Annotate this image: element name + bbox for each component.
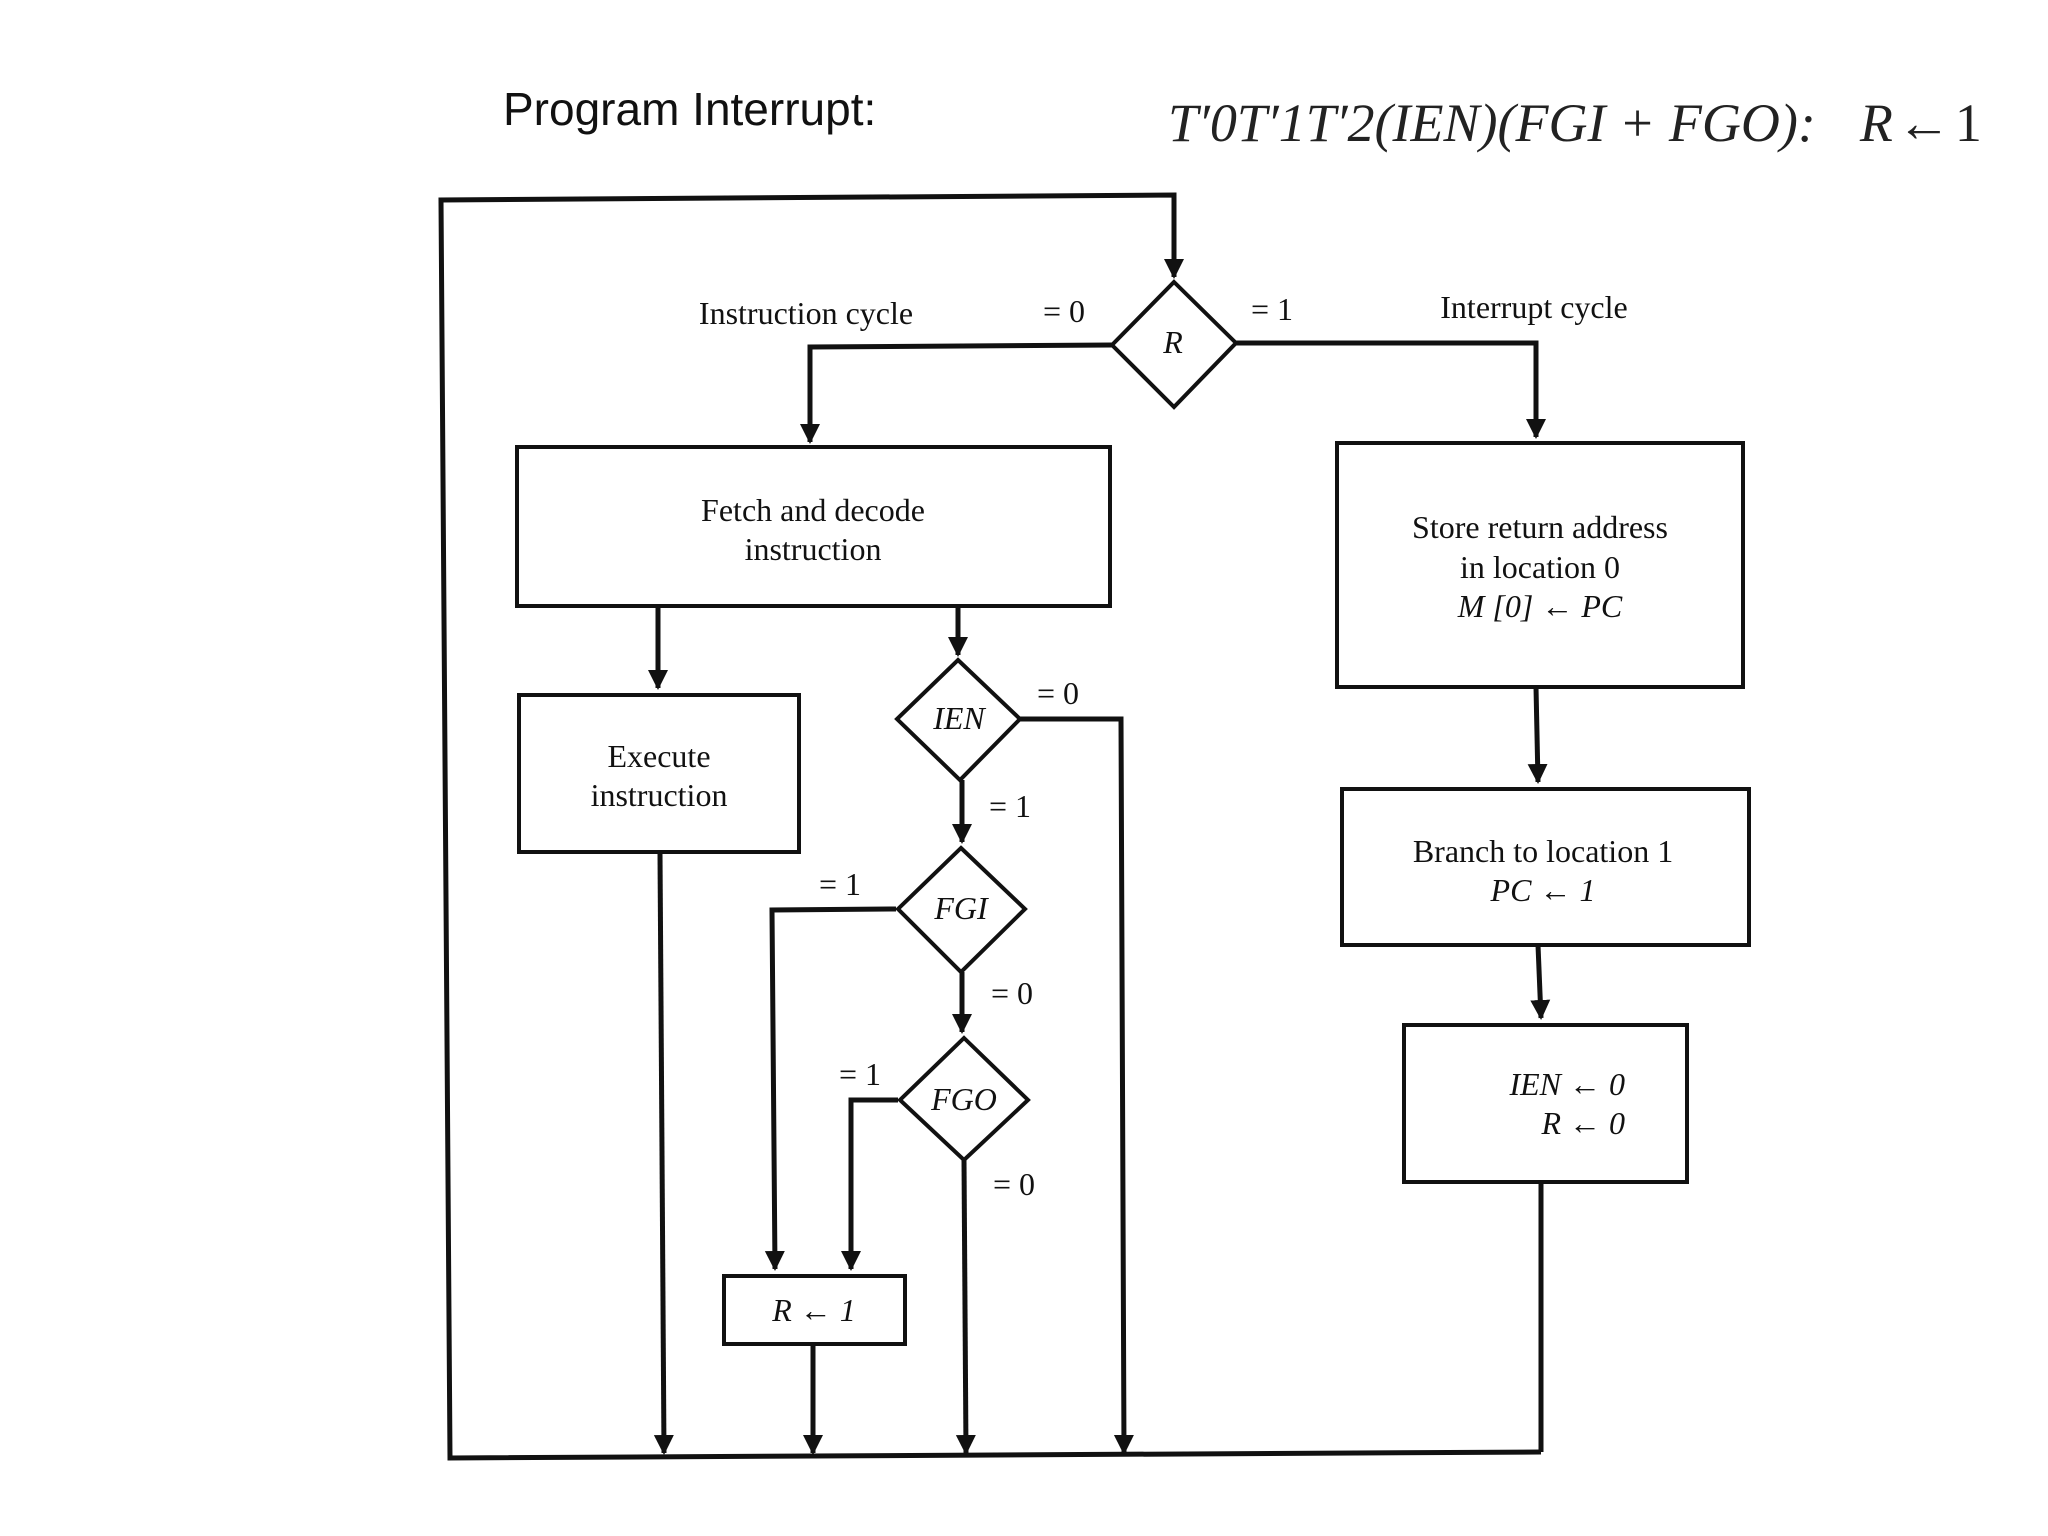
fetch-decode-line-1: Fetch and decode bbox=[701, 492, 925, 528]
fgo-zero-line bbox=[955, 1159, 976, 1455]
ien-zero-line bbox=[1020, 716, 1134, 1455]
interrupt-condition-formula: T′0T′1T′2(IEN)(FGI + FGO): R←1 bbox=[1168, 92, 1982, 154]
set-r-box: R ← 1 bbox=[722, 1274, 907, 1346]
fgo-zero-label: = 0 bbox=[993, 1166, 1035, 1202]
r-one-line bbox=[1236, 340, 1546, 439]
store-return-line-3: M [0] ← PC bbox=[1457, 588, 1623, 624]
fgi-one-line bbox=[764, 906, 897, 1271]
formula-expression: T′0T′1T′2(IEN)(FGI + FGO): bbox=[1168, 93, 1816, 153]
r-one-label: = 1 bbox=[1251, 291, 1293, 327]
connectors bbox=[438, 192, 1551, 1461]
execute-instruction-box: Execute instruction bbox=[517, 693, 801, 854]
r-zero-label: = 0 bbox=[1043, 293, 1085, 329]
decision-fgo-label: FGO bbox=[930, 1081, 997, 1117]
execute-to-end-line bbox=[653, 852, 674, 1455]
ien-zero-label: = 0 bbox=[1037, 675, 1079, 711]
branch-line-1: Branch to location 1 bbox=[1413, 833, 1673, 869]
fetch-decode-line-2: instruction bbox=[745, 531, 882, 567]
reset-flags-box: IEN ← 0 R ← 0 bbox=[1402, 1023, 1689, 1184]
reset-line-2: R ← 0 bbox=[1540, 1105, 1625, 1141]
decision-r: R bbox=[1109, 279, 1239, 410]
set-r-label: R ← 1 bbox=[771, 1292, 856, 1328]
decision-ien: IEN bbox=[894, 657, 1023, 783]
store-return-line-2: in location 0 bbox=[1460, 549, 1620, 585]
branch-to-location-box: Branch to location 1 PC ← 1 bbox=[1340, 787, 1751, 947]
fgi-one-label: = 1 bbox=[819, 866, 861, 902]
formula-target: R bbox=[1859, 93, 1893, 153]
fgo-one-line bbox=[841, 1097, 898, 1271]
formula-value: 1 bbox=[1954, 93, 1982, 153]
r-zero-line bbox=[800, 342, 1113, 444]
decision-r-label: R bbox=[1162, 324, 1183, 360]
store-return-line-1: Store return address bbox=[1412, 509, 1668, 545]
fetch-decode-box: Fetch and decode instruction bbox=[515, 445, 1112, 608]
execute-line-1: Execute bbox=[607, 738, 710, 774]
reset-line-1: IEN ← 0 bbox=[1508, 1066, 1625, 1102]
formula-arrow: ← bbox=[1896, 93, 1951, 153]
branch-line-2: PC ← 1 bbox=[1490, 872, 1596, 908]
slide-title: Program Interrupt: bbox=[503, 83, 877, 135]
fgi-zero-label: = 0 bbox=[991, 975, 1033, 1011]
decision-fgi: FGI bbox=[895, 845, 1028, 975]
feedback-loop-line bbox=[438, 192, 1542, 1461]
fgo-one-label: = 1 bbox=[839, 1056, 881, 1092]
branch-to-reset-line bbox=[1530, 944, 1551, 1020]
interrupt-cycle-label: Interrupt cycle bbox=[1440, 289, 1627, 325]
instruction-cycle-label: Instruction cycle bbox=[699, 295, 913, 331]
decision-fgo: FGO bbox=[897, 1035, 1031, 1163]
execute-line-2: instruction bbox=[591, 777, 728, 813]
decision-ien-label: IEN bbox=[932, 700, 986, 736]
store-to-branch-line bbox=[1527, 686, 1548, 784]
ien-one-label: = 1 bbox=[989, 788, 1031, 824]
decision-fgi-label: FGI bbox=[933, 890, 989, 926]
store-return-address-box: Store return address in location 0 M [0]… bbox=[1335, 441, 1745, 689]
